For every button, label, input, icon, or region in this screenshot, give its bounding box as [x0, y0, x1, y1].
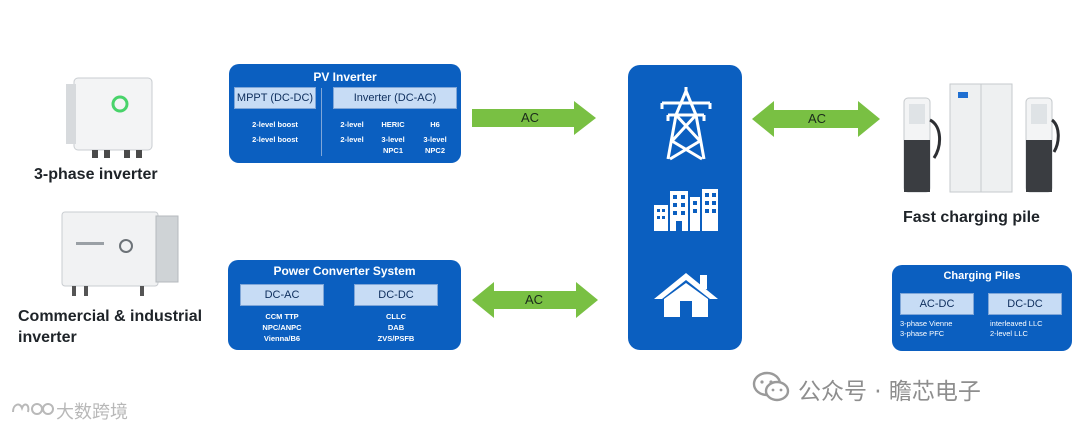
- commercial-inverter-label-line1: Commercial & industrial: [18, 308, 203, 325]
- pcs-title: Power Converter System: [273, 264, 416, 278]
- pcs-dcac-header: DC-AC: [240, 284, 324, 306]
- cp-acdc-item: 3-phase PFC: [900, 329, 945, 338]
- mppt-header: MPPT (DC-DC): [234, 87, 316, 109]
- grid-pcs-arrow: [472, 282, 598, 318]
- mppt-item: 2-level boost: [252, 120, 298, 129]
- inverter-item: 2-level: [340, 120, 364, 129]
- pv-to-grid-arrow: [472, 101, 596, 135]
- mppt-item: 2-level boost: [252, 135, 298, 144]
- watermark-logo-icon: [12, 403, 54, 415]
- pv-to-grid-label: AC: [520, 110, 540, 125]
- fast-charging-pile-image: [903, 83, 1060, 193]
- fast-charging-pile-label: Fast charging pile: [903, 209, 1040, 226]
- inverter-item: 3-level NPC2: [423, 135, 447, 155]
- inverter-item: 3-level NPC1: [381, 135, 405, 155]
- buildings-icon: [654, 189, 718, 231]
- cp-acdc-header: AC-DC: [900, 293, 974, 315]
- grid-panel: [628, 65, 742, 350]
- pcs-dcac-item: NPC/ANPC: [262, 323, 302, 332]
- pv-divider: [321, 88, 322, 156]
- pcs-dcdc-item: DAB: [387, 323, 405, 332]
- pv-inverter-panel: PV Inverter MPPT (DC-DC) Inverter (DC-AC…: [229, 64, 461, 163]
- pcs-dcac-item: Vienna/B6: [263, 334, 301, 343]
- wechat-icon: [752, 371, 790, 402]
- three-phase-inverter-label: 3-phase inverter: [34, 166, 158, 183]
- pcs-dcdc-header: DC-DC: [354, 284, 438, 306]
- grid-charger-arrow: [752, 101, 880, 137]
- pv-inverter-title: PV Inverter: [313, 70, 377, 84]
- cp-acdc-item: 3-phase Vienne: [900, 319, 953, 328]
- house-icon: [654, 273, 718, 317]
- commercial-inverter-image: [61, 211, 179, 296]
- inverter-item: HERIC: [381, 120, 405, 129]
- charging-piles-panel: Charging Piles AC-DC DC-DC 3-phase Vienn…: [892, 265, 1072, 351]
- inverter-item: 2-level: [340, 135, 364, 144]
- watermark-left: 大数跨境: [56, 402, 128, 423]
- charging-piles-title: Charging Piles: [943, 270, 1021, 282]
- cp-dcdc-header: DC-DC: [988, 293, 1062, 315]
- inverter-header: Inverter (DC-AC): [333, 87, 457, 109]
- pcs-dcac-item: CCM TTP: [265, 312, 299, 321]
- cp-dcdc-item: 2-level LLC: [990, 329, 1028, 338]
- inverter-item: H6: [430, 120, 440, 129]
- pcs-dcdc-item: CLLC: [386, 312, 406, 321]
- three-phase-inverter-image: [66, 77, 153, 158]
- pcs-panel: Power Converter System DC-AC DC-DC CCM T…: [228, 260, 461, 350]
- commercial-inverter-label-line2: inverter: [18, 329, 77, 346]
- pcs-dcdc-item: ZVS/PSFB: [377, 334, 415, 343]
- grid-charger-label: AC: [807, 111, 827, 126]
- watermark-right: 公众号 · 瞻芯电子: [798, 379, 981, 405]
- transmission-tower-icon: [660, 87, 712, 161]
- cp-dcdc-item: interleaved LLC: [990, 319, 1043, 328]
- grid-pcs-label: AC: [524, 292, 544, 307]
